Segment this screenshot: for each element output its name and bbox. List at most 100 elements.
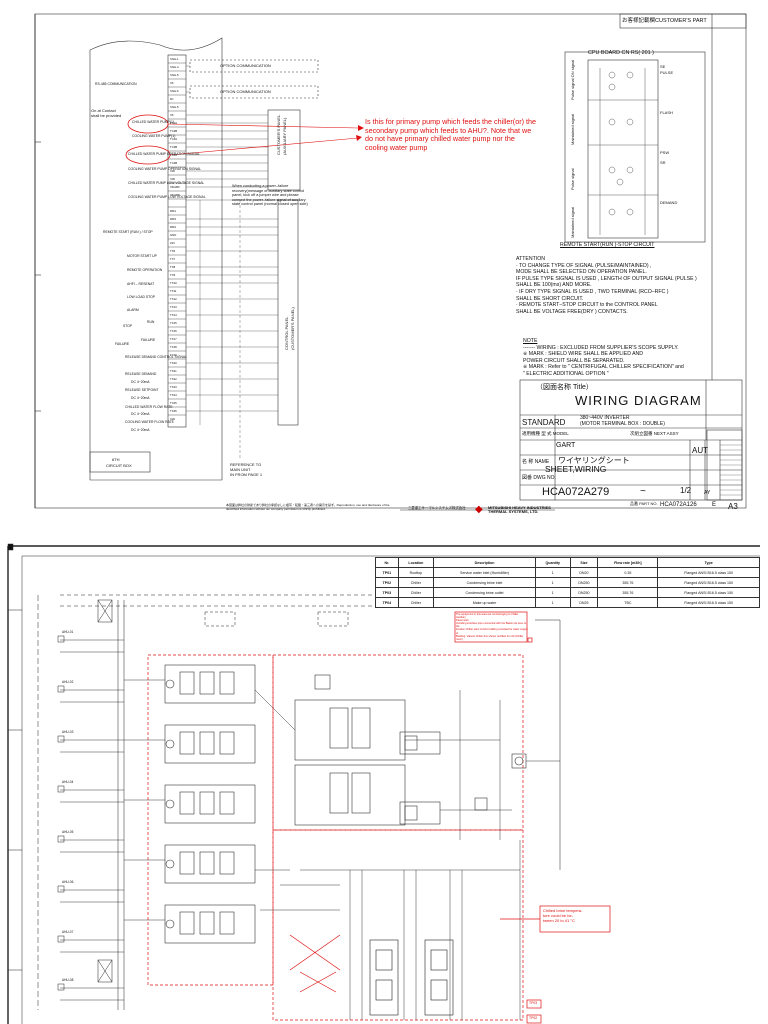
- signal-label: DC 4~20mA: [131, 428, 150, 432]
- circuit-box-label: CIRCUIT BOX: [106, 463, 132, 468]
- table-cell: TP01: [375, 567, 399, 578]
- table-cell: DN250: [569, 587, 599, 598]
- signal-label: COOLING WATER PUMP(1): [132, 134, 176, 138]
- signal-label: DC 4~20mA: [131, 396, 150, 400]
- signal-label: RS-485 COMMUNICATION: [95, 82, 137, 86]
- name-label: 名 称 NAME: [522, 459, 550, 465]
- terminal-number: TX26: [170, 409, 177, 413]
- signal-label: RELEASE SETPOINT: [125, 388, 159, 392]
- cpu-board-title: CPU BOARD CN RS( 201 ): [588, 50, 654, 56]
- name-jp: ワイヤリングシート: [558, 456, 630, 465]
- brine-note-line: Chilled brine tempera-: [543, 908, 583, 913]
- table-cell: Chiller: [397, 577, 435, 588]
- part-number: HCA072A126: [660, 502, 697, 508]
- signal-label: STOP: [123, 324, 133, 328]
- terminal-number: CNH-5: [170, 73, 179, 77]
- terminal-number: GND: [170, 233, 177, 237]
- scope-note-line: Panel work: [456, 619, 469, 623]
- schedule-header: Location: [397, 557, 435, 568]
- terminal-number: RM1: [170, 209, 176, 213]
- terminal-number: TX22: [170, 377, 177, 381]
- signal-label: RELEASE DEMAND CONTROL SIGNAL: [125, 355, 188, 359]
- table-row: TP04 Chiller Make up water 1 DN25 TBC Fl…: [375, 597, 760, 608]
- terminal-number: TX13: [170, 305, 177, 309]
- cpu-group-label: Maintained signal: [570, 206, 575, 238]
- terminal-number: TX6: [170, 249, 176, 253]
- terminal-number: TX7: [170, 257, 176, 261]
- on-at-contact-note: On at Contact: [91, 108, 116, 113]
- signal-label: CHILLED WATER PUMP OPERATION SIGNAL: [128, 152, 200, 156]
- conducting-note-line: recovery(message of auxiliary state cont…: [232, 188, 305, 193]
- signal-label: MOTOR START UP: [127, 254, 157, 258]
- terminal-number: X6: [170, 113, 174, 117]
- signal-label: COOLING WATER PUMP OPERATION SIGNAL: [128, 167, 202, 171]
- schedule-header: Flow rate [m3/h]: [597, 557, 659, 568]
- tie-point-schedule: Nr. Location Description Quantity Size F…: [375, 557, 760, 608]
- option-communication-label: OPTION COMMUNICATION: [220, 89, 271, 94]
- terminal-number: TX14: [170, 313, 177, 317]
- terminal-number: X6/ABC: [170, 185, 180, 189]
- table-cell: TP03: [375, 587, 399, 598]
- terminal-number: TC3B: [170, 145, 178, 149]
- terminal-number: 6C: [170, 97, 174, 101]
- terminal-number: TX18: [170, 345, 177, 349]
- table-cell: Flanged ANSI B16.5 class 150: [657, 577, 760, 588]
- terminal-number: X30: [170, 169, 175, 173]
- signal-label: REMOTE OPERATION: [127, 268, 163, 272]
- table-cell: Chiller: [397, 597, 435, 608]
- table-cell: Condensing brine outlet: [433, 587, 536, 598]
- reference-note: IN FROM PAGE 1: [230, 472, 263, 477]
- table-row: TP03 Chiller Condensing brine outlet 1 D…: [375, 587, 760, 598]
- terminal-number-list: CNH-1 CNH-4 CNH-5 X6 CNH-6 6C CNH-5 X6 T…: [169, 0, 186, 520]
- schedule-header-row: Nr. Location Description Quantity Size F…: [375, 557, 760, 568]
- schedule-header: Description: [433, 557, 536, 568]
- brine-temperature-note: Chilled brine tempera- ture could be be-…: [543, 908, 582, 923]
- schedule-header: Quantity: [535, 557, 571, 568]
- reference-note: MAIN UNIT: [230, 467, 251, 472]
- terminal-number: X30: [170, 177, 175, 181]
- signal-label: REMOTE START (RUN ) / STOP: [103, 230, 153, 234]
- voltage-spec: 380~440V INVERTER: [580, 415, 630, 421]
- terminal-number: TX11: [170, 289, 177, 293]
- terminal-number: CNH-4: [170, 65, 179, 69]
- company-name: MITSUBISHI HEAVY INDUSTRIES THERMAL SYST…: [488, 505, 551, 515]
- attention-line: ATTENTION: [516, 256, 546, 262]
- table-cell: 355.76: [597, 587, 659, 598]
- terminal-number: CNH-1: [170, 57, 179, 61]
- terminal-number: RM4: [170, 225, 176, 229]
- terminal-number: TC2B: [170, 129, 178, 133]
- cpu-group-label: Maintained signal: [570, 113, 575, 145]
- ahu-label: AHU-01: [62, 630, 74, 634]
- table-cell: 1: [535, 597, 571, 608]
- table-cell: 0.35: [597, 567, 659, 578]
- signal-label: RUN: [147, 320, 155, 324]
- table-cell: 355.76: [597, 577, 659, 588]
- drawing-main-title: WIRING DIAGRAM: [575, 393, 702, 408]
- customer-panel-label: CUSTOMER'S PANEL: [276, 114, 281, 155]
- note-line: POWER CIRCUIT SHALL BE SEPARATED.: [523, 357, 625, 364]
- cpu-abbr: FLASH: [660, 110, 673, 115]
- size-e: E: [712, 502, 717, 508]
- terminal-number: CNH-6: [170, 89, 179, 93]
- attention-line: · REMOTE START–STOP CIRCUIT to the CONTR…: [516, 302, 658, 309]
- company-logo-icon: ◆: [475, 504, 483, 515]
- terminal-number: TX17: [170, 337, 177, 341]
- wiring-diagram-drawing: [34, 13, 747, 511]
- ahu-label: AHU-03: [62, 730, 74, 734]
- model-label: 適用機種 型 式 MODEL: [522, 431, 569, 436]
- signal-label: COOLING WATER PUMP LOW VOLTAGE SIGNAL: [128, 195, 206, 199]
- terminal-number: TX24: [170, 393, 177, 397]
- cpu-group-label: Pulse signal: [570, 168, 575, 190]
- customer-part-label: お客様記載欄CUSTOMER'S PART: [622, 18, 707, 24]
- signal-label: ALARM: [127, 308, 139, 312]
- scope-note: The equipment in this area are not belon…: [456, 613, 528, 641]
- company-name-jp: 三菱重工サーマルシステムズ株式会社: [408, 506, 466, 510]
- signal-label: LOW LOAD STOP: [127, 295, 156, 299]
- next-assy-label: 次組立図番 NEXT ASSY: [630, 431, 679, 436]
- paper-size: A3: [728, 502, 738, 511]
- signal-label: FAILURE: [115, 342, 130, 346]
- sheet-fraction: 1/2: [680, 486, 692, 495]
- question-annotation: Is this for primary pump which feeds the…: [365, 117, 536, 152]
- cpu-group-label: Pulse signal ON signal: [570, 59, 575, 100]
- piping-diagram-drawing: [7, 543, 760, 1024]
